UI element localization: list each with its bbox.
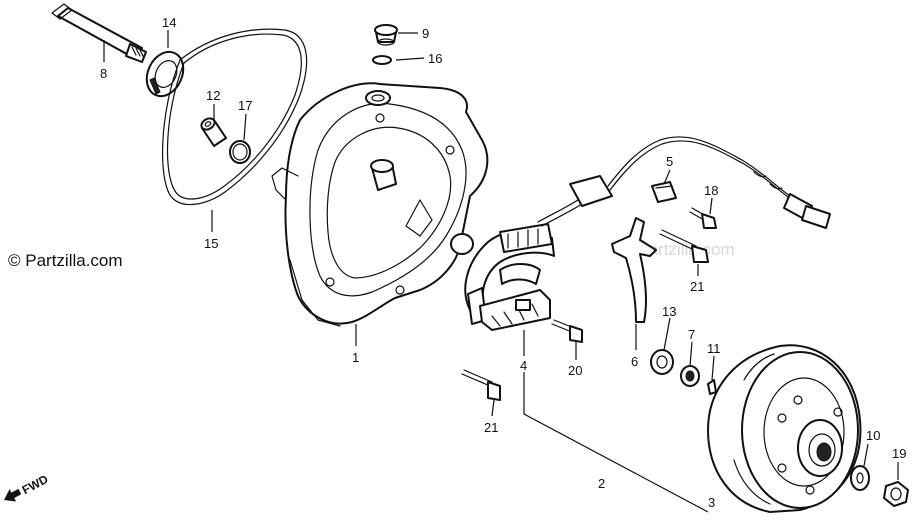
callout-21-lower: 21 [484, 420, 498, 435]
part-12-dowel-pin [200, 117, 227, 147]
fwd-direction-indicator: FWD [4, 472, 51, 502]
callout-19: 19 [892, 446, 906, 461]
partzilla-watermark: © Partzilla.com [8, 251, 123, 270]
part-1-crankcase-cover [271, 82, 489, 327]
callout-14: 14 [162, 15, 176, 30]
callout-3: 3 [708, 495, 715, 510]
callout-18: 18 [704, 183, 718, 198]
callout-6: 6 [631, 354, 638, 369]
part-6-bracket [611, 217, 657, 323]
callout-12: 12 [206, 88, 220, 103]
part-4-pulser-assembly [464, 223, 555, 331]
part-10-washer [850, 465, 870, 491]
part-17-o-ring [229, 140, 251, 164]
part-16-o-ring [372, 55, 392, 65]
part-14-oil-seal [145, 50, 185, 98]
callout-10: 10 [866, 428, 880, 443]
part-7-collar [680, 365, 700, 387]
fwd-arrow-icon [4, 488, 22, 502]
leader-lines [103, 30, 899, 513]
callout-11: 11 [707, 341, 721, 356]
callout-8: 8 [100, 66, 107, 81]
callout-2: 2 [598, 476, 605, 491]
part-8-shaft [51, 3, 147, 63]
callout-5: 5 [666, 154, 673, 169]
part-5-cord-clamp [651, 181, 677, 203]
part-11-key [707, 379, 717, 395]
callout-7: 7 [688, 327, 695, 342]
part-9-plug [374, 24, 398, 46]
part-18-bolt [689, 207, 717, 229]
part-13-bearing [650, 349, 674, 375]
part-19-nut [883, 481, 909, 507]
callout-17: 17 [238, 98, 252, 113]
wire-harness [537, 136, 831, 229]
callout-21-upper: 21 [690, 279, 704, 294]
part-21-bolt-lower [461, 369, 501, 401]
callout-1: 1 [352, 350, 359, 365]
callout-9: 9 [422, 26, 429, 41]
callout-15: 15 [204, 236, 218, 251]
callout-20: 20 [568, 363, 582, 378]
callout-4: 4 [520, 358, 527, 373]
part-21-bolt-upper [659, 229, 709, 263]
part-3-flywheel-rotor [707, 344, 862, 513]
callout-labels: 14 8 12 17 15 9 16 1 5 18 21 13 7 11 6 4… [100, 15, 906, 510]
fwd-label: FWD [20, 472, 51, 497]
callout-13: 13 [662, 304, 676, 319]
part-20-bolt [551, 319, 583, 343]
part-15-gasket [161, 28, 308, 206]
callout-16: 16 [428, 51, 442, 66]
